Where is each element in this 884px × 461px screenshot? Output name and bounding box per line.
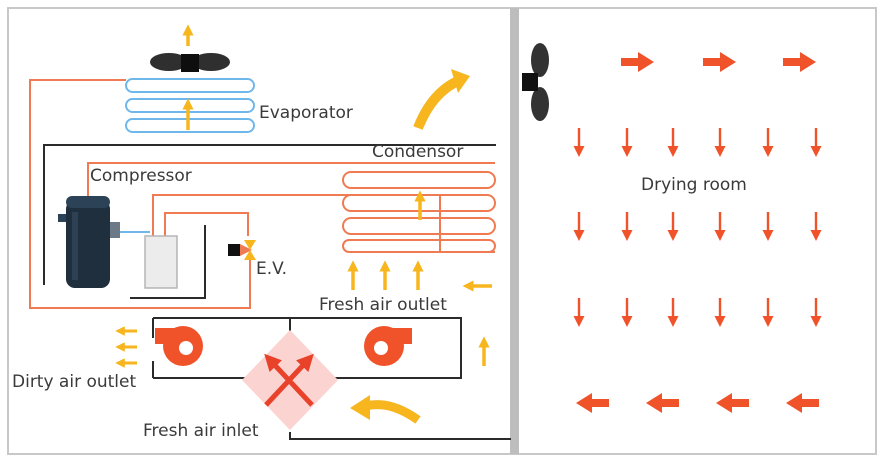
fresh-air-up-arrows (347, 260, 424, 290)
room-arrow-right (703, 52, 736, 72)
room-arrow-down (667, 212, 679, 241)
discharge-pipe (87, 162, 495, 205)
room-arrow-down (714, 128, 726, 157)
expansion-valve-icon (228, 240, 256, 260)
fresh-air-outlet-label: Fresh air outlet (319, 295, 447, 315)
ev-label: E.V. (256, 259, 287, 279)
drying-room-row3-arrows (573, 298, 822, 327)
room-arrow-down (573, 128, 585, 157)
evaporator-fan-icon (150, 53, 230, 72)
heat-exchanger-arrow-a (264, 353, 314, 407)
room-arrow-down (573, 298, 585, 327)
supply-blower-icon (364, 326, 412, 366)
room-arrow-left (576, 393, 609, 413)
fresh-air-inlet-curve-arrow (364, 400, 421, 424)
evaporator-label: Evaporator (259, 103, 353, 123)
exhaust-blower-icon (155, 326, 203, 366)
compressor-label: Compressor (90, 166, 192, 186)
condensor-label: Condensor (372, 142, 464, 162)
room-arrow-down (621, 212, 633, 241)
room-arrow-left (646, 393, 679, 413)
room-arrow-down (714, 298, 726, 327)
room-arrow-down (810, 128, 822, 157)
room-arrow-left (786, 393, 819, 413)
drying-room-top-arrows (621, 52, 816, 72)
room-arrow-down (621, 128, 633, 157)
room-arrow-down (762, 128, 774, 157)
room-arrow-down (714, 212, 726, 241)
drying-room-label: Drying room (641, 175, 747, 195)
fresh-air-inlet-label: Fresh air inlet (143, 421, 259, 441)
drying-room-row2-arrows (573, 212, 822, 241)
dirty-air-outlet-label: Dirty air outlet (12, 372, 137, 392)
hot-air-curve-arrow (413, 75, 463, 130)
room-arrow-down (573, 212, 585, 241)
room-arrow-right (621, 52, 654, 72)
hot-air-curve-arrowhead (451, 69, 470, 93)
room-arrow-down (667, 128, 679, 157)
room-arrow-right (783, 52, 816, 72)
room-arrow-down (762, 298, 774, 327)
liquid-line-pipe (29, 79, 251, 309)
evaporator-coil (125, 78, 255, 133)
room-arrow-down (762, 212, 774, 241)
room-arrow-down (667, 298, 679, 327)
control-line (43, 144, 496, 285)
accumulator-line (130, 225, 206, 299)
fresh-air-inlet-arrowhead (350, 395, 370, 420)
heat-exchanger-arrow-b (264, 353, 314, 407)
dirty-air-arrows (115, 326, 137, 368)
room-arrow-down (810, 212, 822, 241)
wall-fan-icon (522, 43, 549, 121)
drying-room-bottom-arrows (576, 393, 819, 413)
outer-frame (7, 7, 877, 455)
partition-wall (510, 8, 519, 454)
accumulator-tank (144, 235, 178, 289)
compressor-icon (58, 196, 120, 288)
drying-room-row1-arrows (573, 128, 822, 157)
room-arrow-down (810, 298, 822, 327)
room-arrow-down (621, 298, 633, 327)
room-arrow-left (716, 393, 749, 413)
